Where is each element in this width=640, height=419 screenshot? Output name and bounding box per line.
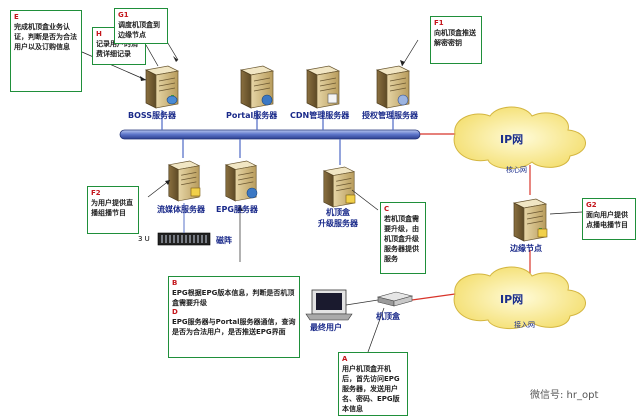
note-h-tag: H — [96, 30, 102, 38]
note-a-tag: A — [342, 355, 348, 363]
edge-badge-icon — [537, 228, 548, 238]
note-f2: F2 为用户提供直播组播节目 — [87, 186, 139, 234]
note-f1: F1 向机顶盒推送解密密钥 — [430, 16, 482, 64]
core-ip-cloud — [453, 106, 586, 169]
note-c-text: 若机顶盒需要升级，由机顶盒升级服务器提供服务 — [384, 215, 419, 263]
terminal-to-stb-link — [345, 299, 379, 306]
core-network-label: 核心网 — [506, 166, 527, 174]
watermark: 微信号: hr_opt — [530, 390, 599, 401]
note-d-text: EPG服务器与Portal服务器通信，查询是否为合法用户，是否推送EPG界面 — [172, 318, 296, 336]
boss-db-icon — [166, 95, 178, 105]
note-b-text: EPG根据EPG版本信息，判断是否机顶盒需要升级 — [172, 289, 295, 307]
access-to-stb-link — [411, 293, 456, 301]
upgrade-badge-icon — [345, 194, 356, 204]
note-c: C 若机顶盒需要升级，由机顶盒升级服务器提供服务 — [380, 202, 426, 274]
core-cloud-label: IP网 — [500, 133, 524, 146]
note-h-text: 记录用户的消费详细记录 — [96, 40, 138, 58]
note-a: A 用户机顶盒开机后，首先访问EPG服务器，发送用户名、密码、EPG版本信息 — [338, 352, 408, 416]
note-e-text: 完成机顶盒业务认证，判断是否为合法用户以及订购信息 — [14, 23, 77, 51]
note-f2-text: 为用户提供直播组播节目 — [91, 199, 133, 217]
auth-disc-icon — [397, 94, 409, 106]
boss-server-label: BOSS服务器 — [128, 111, 177, 120]
access-network-label: 接入网 — [514, 321, 535, 329]
access-cloud-label: IP网 — [500, 293, 524, 306]
note-g2-tag: G2 — [586, 201, 597, 209]
streaming-badge-icon — [190, 187, 201, 197]
note-e-tag: E — [14, 13, 19, 21]
note-g1: G1 调度机顶盒到边缘节点 — [114, 8, 168, 44]
note-g2: G2 面向用户提供点播电播节目 — [582, 198, 636, 240]
core-network-bus — [119, 129, 421, 140]
note-b-tag: B — [172, 279, 178, 287]
portal-server-label: Portal服务器 — [226, 111, 278, 120]
note-bd: B EPG根据EPG版本信息，判断是否机顶盒需要升级 D EPG服务器与Port… — [168, 276, 300, 358]
epg-globe-icon — [246, 187, 258, 199]
note-e: E 完成机顶盒业务认证，判断是否为合法用户以及订购信息 — [10, 10, 82, 92]
note-f2-tag: F2 — [91, 189, 101, 197]
note-f1-tag: F1 — [434, 19, 444, 27]
cdn-doc-icon — [327, 93, 338, 104]
epg-server-label: EPG服务器 — [216, 205, 258, 214]
note-g1-text: 调度机顶盒到边缘节点 — [118, 21, 160, 39]
stb-label: 机顶盒 — [376, 312, 400, 321]
stb-device-icon — [376, 291, 414, 307]
auth-server-label: 授权管理服务器 — [362, 111, 418, 120]
note-f1-text: 向机顶盒推送解密密钥 — [434, 29, 476, 47]
note-g1-tag: G1 — [118, 11, 129, 19]
streaming-server-label: 流媒体服务器 — [157, 205, 205, 214]
note-g2-text: 面向用户提供点播电播节目 — [586, 211, 628, 229]
disk-array-icon — [157, 232, 211, 246]
note-d-tag: D — [172, 308, 178, 316]
user-terminal-icon — [305, 289, 353, 321]
note-a-text: 用户机顶盒开机后，首先访问EPG服务器，发送用户名、密码、EPG版本信息 — [342, 365, 400, 413]
disk-unit-label: 3 U — [138, 235, 150, 243]
portal-globe-icon — [261, 94, 273, 106]
cdn-server-label: CDN管理服务器 — [290, 111, 350, 120]
edge-node-label: 边缘节点 — [510, 244, 542, 253]
upgrade-server-label: 机顶盒 升级服务器 — [318, 208, 358, 228]
disk-array-label: 磁阵 — [216, 236, 232, 245]
note-c-tag: C — [384, 205, 390, 213]
access-ip-cloud — [453, 266, 586, 329]
terminal-label: 最终用户 — [310, 323, 342, 332]
